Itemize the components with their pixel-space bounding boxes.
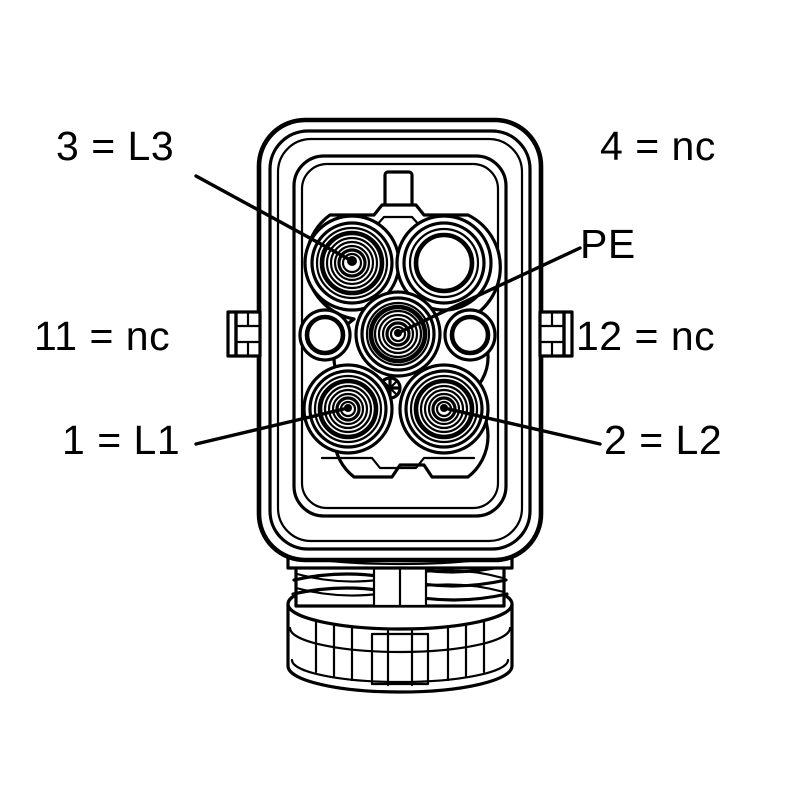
contact-pin-11 xyxy=(298,308,352,362)
contact-pin-4 xyxy=(395,214,493,312)
leader-line-pin-1 xyxy=(194,406,350,446)
carrier-bottom-notch xyxy=(320,456,476,470)
leader-line-pin-2 xyxy=(442,406,602,446)
label-pin-2: 2 = L2 xyxy=(604,417,723,463)
leader-line-pe xyxy=(396,246,582,335)
label-pin-12: 12 = nc xyxy=(576,313,716,359)
latch-tab-left xyxy=(226,310,262,358)
leader-line-pin-3 xyxy=(194,174,354,263)
label-pin-pe: PE xyxy=(580,221,636,267)
label-pin-3: 3 = L3 xyxy=(56,123,175,169)
contact-pin-12 xyxy=(443,308,497,362)
label-pin-1: 1 = L1 xyxy=(62,417,181,463)
label-pin-11: 11 = nc xyxy=(34,313,171,359)
leader-lines xyxy=(194,174,602,446)
latch-tab-right xyxy=(538,310,574,358)
label-pin-4: 4 = nc xyxy=(600,123,716,169)
